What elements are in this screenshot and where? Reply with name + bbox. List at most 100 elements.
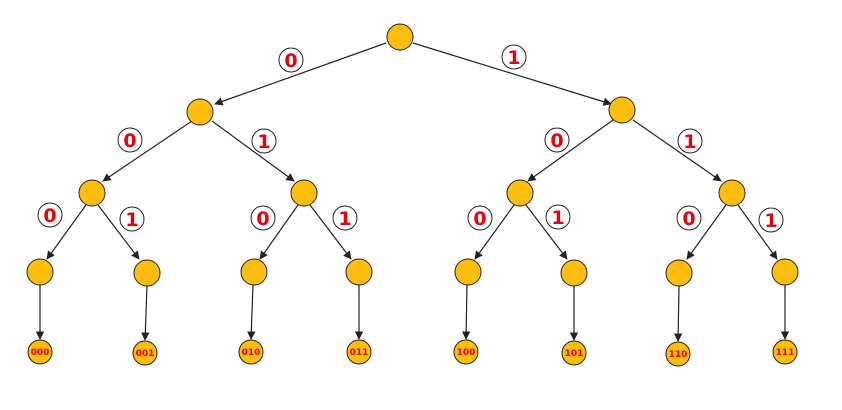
label-badge — [37, 202, 63, 228]
label-text: 1 — [257, 131, 270, 153]
edge-0-00 — [102, 120, 193, 182]
label-badge — [677, 128, 703, 154]
branch-label-10-0: 0 — [467, 205, 493, 231]
node-0 — [186, 98, 214, 126]
edge-10-101 — [525, 204, 568, 260]
node-111 — [771, 258, 799, 286]
leaf-node — [561, 340, 587, 366]
leaf-111: 111 — [772, 339, 798, 365]
leaf-label: 101 — [565, 349, 584, 359]
edge-11-111 — [737, 204, 778, 260]
edge-10-100 — [474, 204, 515, 260]
label-badge — [501, 44, 527, 70]
label-badge — [119, 206, 145, 232]
leaf-010: 010 — [238, 339, 264, 365]
leaf-label: 010 — [242, 348, 261, 358]
edge-11-110 — [686, 204, 727, 260]
branch-label-00-0: 0 — [37, 202, 63, 228]
edge-to-leaf-010 — [247, 284, 256, 340]
node-root — [386, 23, 414, 51]
label-badge — [467, 205, 493, 231]
edge-to-leaf-110 — [673, 285, 683, 342]
label-text: 1 — [551, 207, 564, 229]
leaf-000: 000 — [27, 339, 53, 365]
label-text: 0 — [550, 130, 563, 152]
node-100 — [454, 258, 482, 286]
label-badge — [117, 127, 143, 153]
edge-root-1 — [412, 42, 612, 106]
label-badge — [676, 205, 702, 231]
node-01 — [290, 179, 318, 207]
edge-root-0 — [214, 42, 387, 106]
leaf-label: 110 — [669, 350, 688, 360]
label-text: 0 — [43, 205, 56, 227]
leaf-node — [772, 339, 798, 365]
branch-label-01-1: 1 — [332, 205, 358, 231]
branch-label-root-1: 1 — [501, 44, 527, 70]
node-000 — [26, 258, 54, 286]
node-001 — [133, 259, 161, 287]
node-110 — [665, 259, 693, 287]
label-badge — [758, 207, 784, 233]
leaf-label: 001 — [136, 349, 155, 359]
label-badge — [544, 127, 570, 153]
leaf-node — [665, 341, 691, 367]
leaf-011: 011 — [346, 339, 372, 365]
leaf-node — [238, 339, 264, 365]
node-11 — [718, 179, 746, 207]
label-badge — [251, 128, 277, 154]
label-text: 1 — [125, 209, 138, 231]
edge-to-leaf-001 — [141, 285, 150, 341]
branch-label-root-0: 0 — [278, 47, 304, 73]
label-badge — [332, 205, 358, 231]
node-1 — [608, 96, 636, 124]
leaf-100: 100 — [453, 339, 479, 365]
edge-1-10 — [527, 119, 614, 182]
leaf-label: 100 — [457, 348, 476, 358]
node-011 — [345, 258, 373, 286]
branch-label-11-0: 0 — [676, 205, 702, 231]
edge-01-010 — [259, 204, 299, 260]
edge-to-leaf-100 — [461, 284, 471, 340]
edge-1-11 — [632, 119, 722, 182]
branch-label-1-0: 0 — [544, 127, 570, 153]
leaf-label: 111 — [776, 348, 795, 358]
node-00 — [78, 179, 106, 207]
label-text: 1 — [764, 210, 777, 232]
branch-label-0-1: 1 — [251, 128, 277, 154]
label-badge — [545, 204, 571, 230]
node-010 — [240, 258, 268, 286]
leaf-label: 000 — [31, 348, 50, 358]
label-text: 0 — [682, 208, 695, 230]
leaf-001: 001 — [132, 340, 158, 366]
branch-label-11-1: 1 — [758, 207, 784, 233]
label-text: 1 — [338, 208, 351, 230]
leaf-label: 011 — [350, 348, 369, 358]
edge-00-001 — [97, 204, 140, 260]
branch-label-00-1: 1 — [119, 206, 145, 232]
label-text: 0 — [473, 208, 486, 230]
label-text: 1 — [683, 131, 696, 153]
leaf-node — [132, 340, 158, 366]
branch-label-10-1: 1 — [545, 204, 571, 230]
edge-00-000 — [46, 204, 87, 260]
node-101 — [560, 259, 588, 287]
label-text: 0 — [123, 130, 136, 152]
leaf-node — [346, 339, 372, 365]
label-badge — [278, 47, 304, 73]
label-badge — [250, 205, 276, 231]
edge-0-01 — [211, 120, 295, 182]
label-text: 0 — [256, 208, 269, 230]
branch-label-01-0: 0 — [250, 205, 276, 231]
branch-label-0-0: 0 — [117, 127, 143, 153]
leaf-110: 110 — [665, 341, 691, 367]
leaf-101: 101 — [561, 340, 587, 366]
node-10 — [506, 179, 534, 207]
leaf-node — [453, 339, 479, 365]
leaf-node — [27, 339, 53, 365]
label-text: 0 — [284, 50, 297, 72]
label-text: 1 — [507, 47, 520, 69]
edge-01-011 — [309, 204, 352, 260]
branch-label-1-1: 1 — [677, 128, 703, 154]
